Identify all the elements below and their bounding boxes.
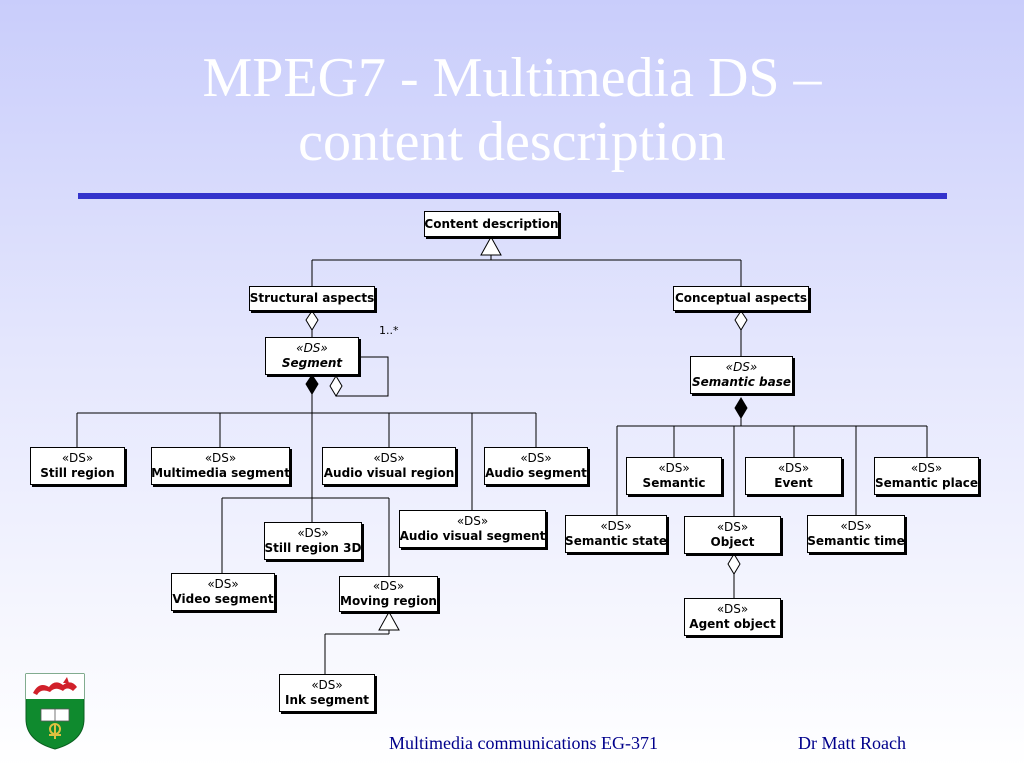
aggregation-diamond — [329, 375, 343, 397]
class-name: Audio visual segment — [399, 529, 546, 543]
agent-object-class: «DS» Agent object — [684, 598, 781, 636]
class-stereotype: «DS» — [840, 519, 872, 533]
class-stereotype: «DS» — [373, 451, 405, 465]
title-line-2: content description — [298, 111, 726, 173]
crest-graphic — [25, 673, 85, 750]
class-stereotype: «DS» — [204, 451, 237, 465]
content-description-class: Content description — [424, 211, 559, 237]
class-name: Semantic place — [874, 476, 979, 490]
object-class: «DS» Object — [684, 516, 781, 554]
class-stereotype: «DS» — [658, 461, 690, 475]
class-stereotype: «DS» — [61, 451, 94, 465]
video-segment-class: «DS» Video segment — [171, 573, 275, 611]
structural-aspects-class: Structural aspects — [249, 286, 375, 311]
university-crest-icon — [25, 673, 85, 750]
class-name: Semantic base — [691, 375, 792, 389]
event-class: «DS» Event — [745, 457, 842, 495]
class-name: Multimedia segment — [151, 466, 290, 480]
class-name: Audio segment — [485, 466, 587, 480]
multimedia-segment-class: «DS» Multimedia segment — [151, 447, 290, 485]
segment-class: «DS» Segment — [265, 337, 359, 375]
slide-title: MPEG7 - Multimedia DS – content descript… — [0, 46, 1024, 174]
class-stereotype: «DS» — [297, 526, 329, 540]
class-name: Still region — [40, 466, 115, 480]
multiplicity-label: 1..* — [379, 324, 399, 337]
aggregation-diamond — [727, 553, 741, 575]
aggregation-diamond — [734, 310, 748, 331]
class-name: Semantic state — [565, 534, 667, 548]
class-name: Structural aspects — [249, 291, 375, 305]
class-name: Object — [710, 535, 755, 549]
still-region-3d-class: «DS» Still region 3D — [264, 522, 362, 560]
generalization-triangle — [480, 235, 502, 256]
class-stereotype: «DS» — [296, 341, 328, 355]
class-name: Conceptual aspects — [674, 291, 808, 305]
audio-visual-segment-class: «DS» Audio visual segment — [399, 510, 546, 548]
class-name: Moving region — [340, 594, 437, 608]
generalization-triangle — [378, 610, 400, 631]
semantic-time-class: «DS» Semantic time — [807, 515, 905, 553]
composition-diamond — [305, 374, 319, 395]
self-association-line — [336, 356, 389, 397]
ink-segment-class: «DS» Ink segment — [279, 674, 375, 712]
class-name: Still region 3D — [264, 541, 362, 555]
class-stereotype: «DS» — [372, 579, 405, 593]
class-stereotype: «DS» — [600, 519, 632, 533]
title-line-1: MPEG7 - Multimedia DS – — [202, 47, 822, 109]
class-name: Segment — [281, 356, 343, 370]
class-name: Agent object — [689, 617, 776, 631]
semantic-state-class: «DS» Semantic state — [565, 515, 667, 553]
class-stereotype: «DS» — [777, 461, 810, 475]
audio-segment-class: «DS» Audio segment — [484, 447, 588, 485]
class-stereotype: «DS» — [725, 360, 758, 374]
aggregation-diamond — [305, 310, 319, 331]
class-stereotype: «DS» — [716, 520, 749, 534]
title-underline — [78, 193, 947, 199]
still-region-class: «DS» Still region — [30, 447, 125, 485]
class-name: Ink segment — [285, 693, 369, 707]
footer-course: Multimedia communications EG-371 — [389, 733, 658, 753]
audio-visual-region-class: «DS» Audio visual region — [322, 447, 456, 485]
class-stereotype: «DS» — [311, 678, 343, 692]
conceptual-aspects-class: Conceptual aspects — [673, 286, 809, 311]
class-stereotype: «DS» — [520, 451, 552, 465]
class-stereotype: «DS» — [456, 514, 489, 528]
class-name: Video segment — [172, 592, 274, 606]
class-stereotype: «DS» — [716, 602, 749, 616]
moving-region-class: «DS» Moving region — [339, 576, 438, 612]
semantic-base-class: «DS» Semantic base — [690, 356, 793, 394]
class-name: Semantic time — [807, 534, 905, 548]
class-name: Audio visual region — [323, 466, 455, 480]
class-stereotype: «DS» — [910, 461, 943, 475]
semantic-place-class: «DS» Semantic place — [874, 457, 979, 495]
footer-author: Dr Matt Roach — [798, 733, 906, 753]
class-stereotype: «DS» — [207, 577, 239, 591]
composition-diamond — [734, 397, 748, 419]
semantic-class: «DS» Semantic — [626, 457, 722, 495]
class-name: Content description — [424, 216, 559, 231]
class-name: Event — [774, 476, 813, 490]
class-name: Semantic — [642, 476, 706, 490]
